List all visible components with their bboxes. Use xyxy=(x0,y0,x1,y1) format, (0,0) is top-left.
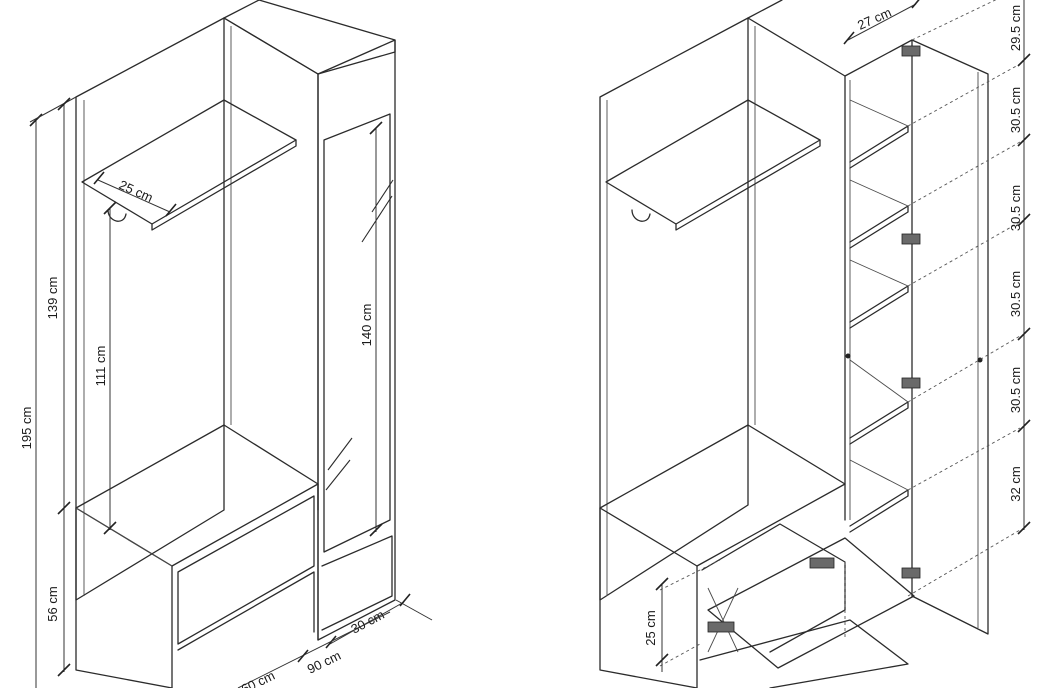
left-dim-mirror-height: 140 cm xyxy=(359,121,383,537)
left-hanger-hook xyxy=(107,209,127,222)
hinge-4-icon xyxy=(901,567,921,579)
right-hat-shelf xyxy=(605,99,821,225)
right-extension-lines xyxy=(659,0,1021,667)
left-hat-shelf xyxy=(81,99,297,225)
dim-label-32: 32 cm xyxy=(1008,466,1023,501)
left-mirror-door xyxy=(323,113,391,553)
right-column-shelf-2 xyxy=(849,205,909,249)
right-open-section-outline xyxy=(599,17,749,601)
dim-label-111: 111 cm xyxy=(93,346,108,387)
right-shelf-depth-line-4 xyxy=(849,359,909,403)
left-dim-shelf-depth: 25 cm xyxy=(93,171,177,217)
left-drawer xyxy=(177,495,315,645)
right-drawer-strut-2 xyxy=(707,587,739,653)
right-shelf-depth-line-2 xyxy=(849,179,909,207)
left-mirror-reflection-2 xyxy=(361,195,393,243)
left-column-bottom-door xyxy=(321,535,393,631)
right-hanger-hook xyxy=(631,209,651,222)
right-dim-depth: 27 cm xyxy=(843,0,920,45)
left-furniture-view: 195 cm 139 cm 56 cm 111 cm 140 cm xyxy=(19,0,433,688)
right-bench-top xyxy=(599,424,846,567)
hinge-2-icon xyxy=(901,233,921,245)
right-dim-chain: 29.5 cm 30.5 cm 30.5 cm 30.5 cm 30.5 cm … xyxy=(1008,0,1031,535)
right-column-shelf-4 xyxy=(849,401,909,445)
dim-label-30-5-b: 30.5 cm xyxy=(1008,185,1023,231)
dim-label-25-shelf: 25 cm xyxy=(117,177,155,205)
dim-label-27: 27 cm xyxy=(855,5,893,33)
dim-label-60-cut: 60 cm xyxy=(239,668,277,688)
right-open-door xyxy=(911,39,989,635)
left-bench-left-side xyxy=(75,507,173,688)
dim-label-56: 56 cm xyxy=(45,586,60,621)
left-dim-lower-height: 56 cm xyxy=(45,510,71,677)
right-open-drawer-front xyxy=(707,537,915,669)
right-hat-shelf-edge xyxy=(675,139,821,231)
left-dim-total-height: 195 cm xyxy=(19,96,77,688)
left-dim-inner-height: 111 cm xyxy=(93,201,117,535)
right-shelf-depth-line-5 xyxy=(849,459,909,491)
left-mirror-reflection-3 xyxy=(327,437,353,471)
dim-label-30-5-c: 30.5 cm xyxy=(1008,271,1023,317)
dim-label-25-drawer: 25 cm xyxy=(643,610,658,645)
drawer-hinge-icon xyxy=(809,557,835,569)
dim-label-30-5-a: 30.5 cm xyxy=(1008,87,1023,133)
right-drawer-bottom-shelf xyxy=(699,619,909,688)
dim-label-30-5-d: 30.5 cm xyxy=(1008,367,1023,413)
dim-label-140: 140 cm xyxy=(359,304,374,347)
left-open-section-outline xyxy=(75,17,225,601)
drawer-mechanism-icon xyxy=(707,621,735,633)
right-column-outline xyxy=(747,0,846,521)
left-lower-door xyxy=(177,571,315,651)
right-shelf-depth-line-3 xyxy=(849,259,909,287)
left-bench-front xyxy=(171,483,319,688)
left-dim-upper-height: 139 cm xyxy=(45,97,71,515)
dim-label-139: 139 cm xyxy=(45,277,60,320)
right-shelf-depth-line-1 xyxy=(849,99,909,127)
dim-label-29-5: 29.5 cm xyxy=(1008,5,1023,51)
left-column-top xyxy=(223,0,396,75)
left-hat-shelf-edge xyxy=(151,139,297,231)
left-column-front xyxy=(317,39,396,641)
right-column-shelf-1 xyxy=(849,125,909,169)
dim-label-195: 195 cm xyxy=(19,407,34,450)
left-bench-top xyxy=(75,424,319,567)
right-bench-left-side xyxy=(599,507,698,688)
column-catch-icon xyxy=(845,353,851,359)
hinge-1-icon xyxy=(901,45,921,57)
hinge-3-icon xyxy=(901,377,921,389)
dim-label-30: 30 cm xyxy=(348,607,386,637)
left-bench-side-edge xyxy=(75,507,173,567)
right-column-shelf-5 xyxy=(849,489,909,533)
right-dim-drawer-height: 25 cm xyxy=(643,577,669,672)
right-open-drawer-interior xyxy=(701,523,846,653)
right-column-shelf-3 xyxy=(849,285,909,329)
left-mirror-reflection-4 xyxy=(325,459,351,491)
right-furniture-view: 29.5 cm 30.5 cm 30.5 cm 30.5 cm 30.5 cm … xyxy=(599,0,1031,688)
left-inner-back-panel xyxy=(223,17,319,511)
